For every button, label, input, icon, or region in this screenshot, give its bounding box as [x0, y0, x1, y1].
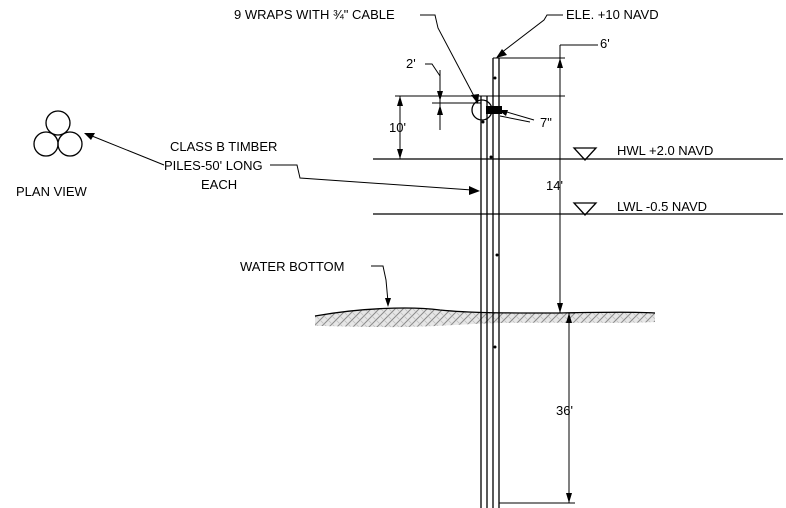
plan-view-label: PLAN VIEW [16, 184, 88, 199]
lwl-triangle-icon [572, 202, 598, 216]
piles-label-line2: PILES-50' LONG [164, 158, 263, 173]
dim-6-label: 6' [600, 36, 610, 51]
elevation-leader [500, 14, 563, 54]
wraps-label: 9 WRAPS WITH ¾" CABLE [234, 7, 395, 22]
water-bottom-arrow [385, 298, 391, 307]
plan-pile-circle-right [57, 131, 83, 157]
dim-10-label: 10' [389, 120, 406, 135]
dim-2-arrow-down [437, 91, 443, 101]
pile-elevation [480, 57, 500, 508]
piles-leader-arrow-elev [469, 186, 480, 195]
dim-2-label: 2' [406, 56, 416, 71]
hwl-triangle-icon [572, 147, 598, 161]
hwl-label: HWL +2.0 NAVD [617, 143, 713, 158]
dim-14-arrow-bottom [557, 303, 563, 313]
piles-label-line3: EACH [201, 177, 237, 192]
dim-14-arrow-top [557, 58, 563, 68]
dim-36-arrow-top [566, 313, 572, 323]
piles-leader-to-plan [91, 135, 165, 166]
cable-wrap-band [486, 106, 502, 114]
dim-7in-arrow [498, 110, 508, 116]
piles-leader-to-elevation [270, 164, 473, 191]
ground-line [314, 307, 656, 317]
dim-7in-label: 7" [540, 115, 552, 130]
plan-view-pile-cluster [33, 110, 83, 157]
plan-pile-circle-left [33, 131, 59, 157]
elevation-label: ELE. +10 NAVD [566, 7, 659, 22]
dim-36-arrow-bottom [566, 493, 572, 503]
dim-10-arrow-top [397, 96, 403, 106]
dim-14-label: 14' [546, 178, 563, 193]
water-bottom-label: WATER BOTTOM [240, 259, 344, 274]
piles-label-line1: CLASS B TIMBER [170, 139, 277, 154]
dim-10-arrow-bottom [397, 149, 403, 159]
wraps-leader [420, 14, 476, 99]
dim-2-arrow-up [437, 105, 443, 115]
piles-leader-arrow-plan [84, 133, 95, 140]
elevation-leader-arrow [496, 49, 507, 58]
plan-pile-circle-top [45, 110, 71, 136]
water-bottom-leader [371, 265, 389, 303]
ground-soil-hatch [315, 308, 655, 328]
dim-2-leader [425, 63, 441, 77]
dim-36-label: 36' [556, 403, 573, 418]
lwl-label: LWL -0.5 NAVD [617, 199, 707, 214]
